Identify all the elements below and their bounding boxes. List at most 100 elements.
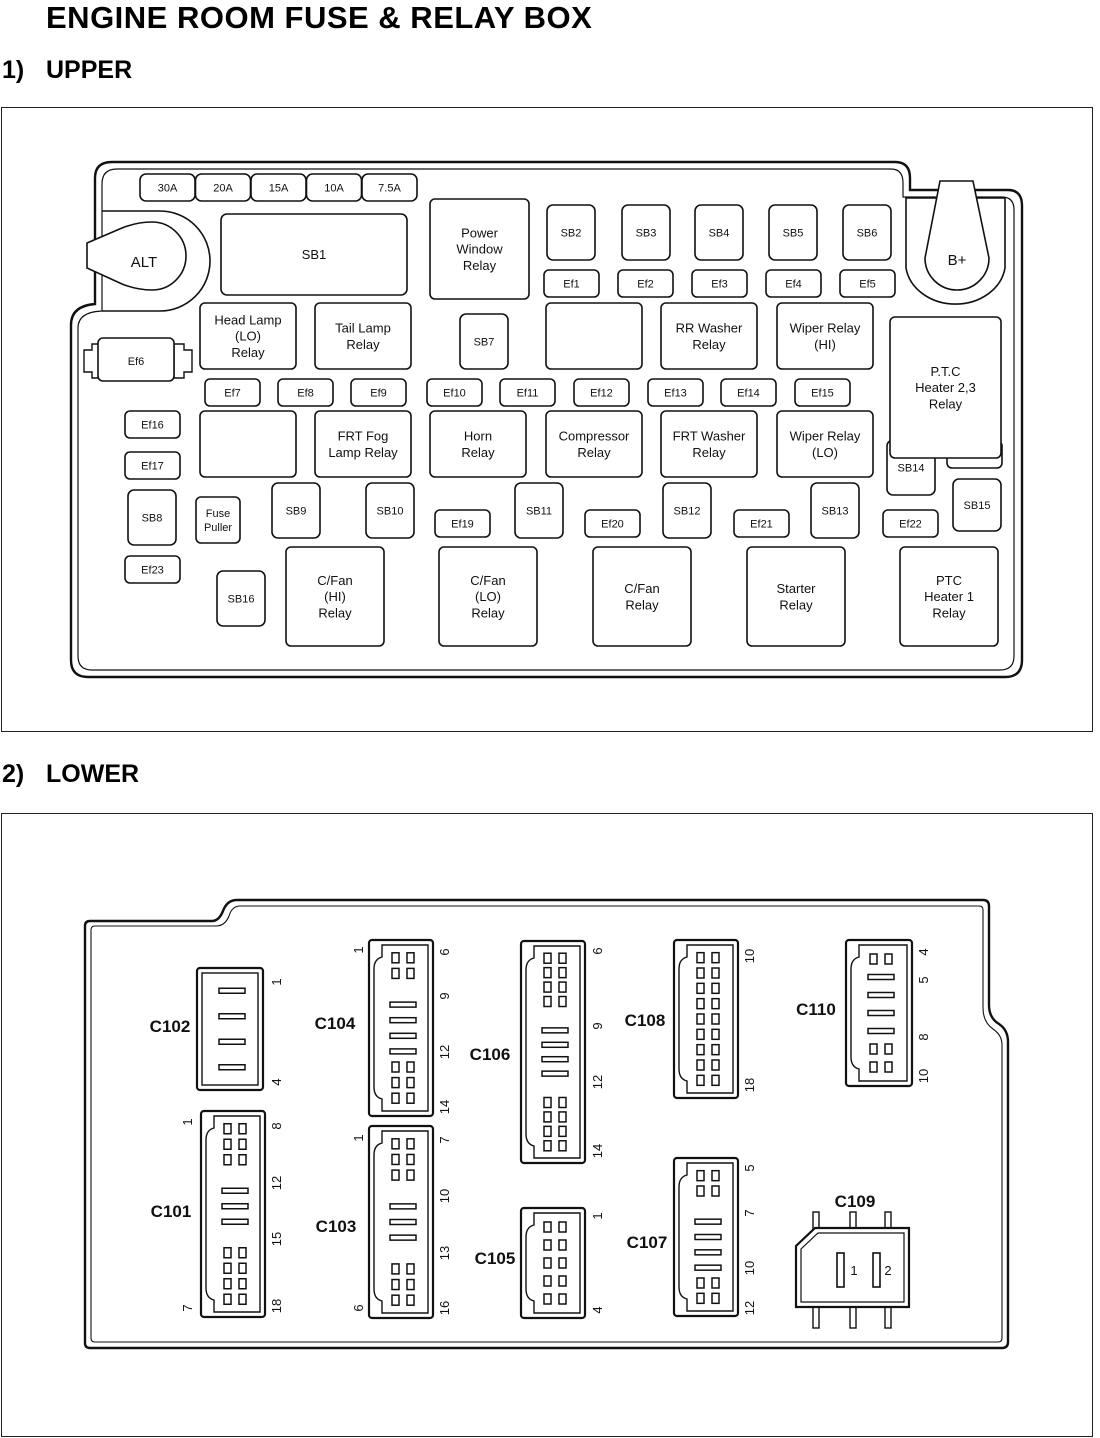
fuse-ef10[interactable]: Ef10 bbox=[426, 378, 483, 407]
terminal-pin bbox=[391, 1092, 400, 1104]
fuse-ef22[interactable]: Ef22 bbox=[882, 509, 939, 538]
terminal-pin bbox=[711, 967, 720, 979]
fuse-ef19[interactable]: Ef19 bbox=[434, 509, 491, 538]
alt-label: ALT bbox=[131, 254, 157, 271]
slow-blow-sb6[interactable]: SB6 bbox=[842, 204, 892, 261]
relay-wiper-lo[interactable]: Wiper Relay(LO) bbox=[776, 410, 874, 478]
relay-cfan-hi[interactable]: C/Fan(HI)Relay bbox=[285, 546, 385, 647]
fuse-ef12[interactable]: Ef12 bbox=[573, 378, 630, 407]
pin-number: 12 bbox=[590, 1075, 605, 1089]
fuse-ef7[interactable]: Ef7 bbox=[204, 378, 261, 407]
pin-number: 9 bbox=[437, 992, 452, 999]
fuse-ef15-label: Ef15 bbox=[811, 387, 834, 399]
spare-fuse-30A[interactable]: 30A bbox=[139, 173, 196, 202]
empty-relay-socket-outline bbox=[199, 410, 297, 478]
relay-wiper-hi[interactable]: Wiper Relay(HI) bbox=[776, 302, 874, 370]
slow-blow-sb5[interactable]: SB5 bbox=[768, 204, 818, 261]
spare-fuse-20A[interactable]: 20A bbox=[194, 173, 252, 202]
fuse-ef14[interactable]: Ef14 bbox=[720, 378, 777, 407]
empty-relay-socket[interactable] bbox=[199, 410, 297, 478]
slow-blow-sb11[interactable]: SB11 bbox=[514, 482, 564, 539]
fuse-ef16-label: Ef16 bbox=[141, 419, 164, 431]
fuse-ef5[interactable]: Ef5 bbox=[839, 269, 896, 298]
fuse-ef9[interactable]: Ef9 bbox=[350, 378, 407, 407]
fuse-ef2[interactable]: Ef2 bbox=[617, 269, 674, 298]
slow-blow-sb15[interactable]: SB15 bbox=[952, 478, 1002, 532]
slow-blow-sb8[interactable]: SB8 bbox=[127, 489, 177, 546]
fuse-ef23[interactable]: Ef23 bbox=[124, 555, 181, 584]
mount-leg bbox=[849, 1305, 857, 1329]
fuse-ef6[interactable]: Ef6 bbox=[83, 337, 193, 382]
relay-wiper-lo-outline bbox=[776, 410, 874, 478]
fuse-ef8[interactable]: Ef8 bbox=[277, 378, 334, 407]
fuse-ef17[interactable]: Ef17 bbox=[124, 451, 181, 480]
pin-number: 10 bbox=[742, 949, 757, 963]
terminal-pin bbox=[238, 1293, 247, 1305]
bplus-terminal[interactable]: B+ bbox=[905, 180, 1006, 305]
spare-fuse-7-5A[interactable]: 7.5A bbox=[361, 173, 418, 202]
relay-ptc-heater-1-label: PTC bbox=[936, 573, 962, 588]
fuse-ef21[interactable]: Ef21 bbox=[733, 509, 790, 538]
slow-blow-sb13[interactable]: SB13 bbox=[810, 482, 860, 539]
relay-cfan-lo[interactable]: C/Fan(LO)Relay bbox=[438, 546, 538, 647]
slow-blow-sb9[interactable]: SB9 bbox=[271, 482, 321, 539]
connector-inner bbox=[678, 1162, 734, 1312]
slow-blow-sb3[interactable]: SB3 bbox=[621, 204, 671, 261]
slow-blow-sb4[interactable]: SB4 bbox=[694, 204, 744, 261]
slow-blow-sb2[interactable]: SB2 bbox=[546, 204, 596, 261]
terminal-pin bbox=[884, 1061, 893, 1073]
alt-terminal[interactable]: ALT bbox=[86, 210, 211, 312]
fuse-ef13[interactable]: Ef13 bbox=[647, 378, 704, 407]
relay-head-lamp-lo[interactable]: Head Lamp(LO)Relay bbox=[199, 302, 297, 370]
slow-blow-sb1[interactable]: SB1 bbox=[220, 213, 408, 296]
terminal-pin bbox=[711, 1169, 720, 1182]
spare-fuse-15A[interactable]: 15A bbox=[250, 173, 307, 202]
fuse-ef15[interactable]: Ef15 bbox=[794, 378, 851, 407]
terminal-pin bbox=[543, 1140, 552, 1152]
relay-head-lamp-lo-label: (LO) bbox=[235, 329, 261, 344]
fuse-ef4[interactable]: Ef4 bbox=[765, 269, 822, 298]
empty-relay-socket[interactable] bbox=[545, 302, 643, 370]
pin-number: 2 bbox=[884, 1263, 891, 1278]
fuse-ef16[interactable]: Ef16 bbox=[124, 410, 181, 439]
terminal-blade bbox=[389, 1016, 417, 1024]
lower-housing-inner bbox=[90, 905, 1003, 1343]
slow-blow-sb12[interactable]: SB12 bbox=[662, 482, 712, 539]
fuse-ef1[interactable]: Ef1 bbox=[543, 269, 600, 298]
spare-fuse-10A[interactable]: 10A bbox=[305, 173, 363, 202]
slow-blow-sb16[interactable]: SB16 bbox=[216, 570, 266, 627]
alt-recess bbox=[102, 210, 211, 312]
slow-blow-sb10[interactable]: SB10 bbox=[365, 482, 415, 539]
pin-number: 8 bbox=[916, 1033, 931, 1040]
fuse-ef3[interactable]: Ef3 bbox=[691, 269, 748, 298]
terminal-pin bbox=[391, 967, 400, 980]
relay-horn-label: Relay bbox=[461, 445, 495, 460]
fuse-ef20[interactable]: Ef20 bbox=[584, 509, 641, 538]
slow-blow-sb7-outline bbox=[459, 313, 509, 370]
slow-blow-sb7[interactable]: SB7 bbox=[459, 313, 509, 370]
fuse-ef11[interactable]: Ef11 bbox=[499, 378, 556, 407]
